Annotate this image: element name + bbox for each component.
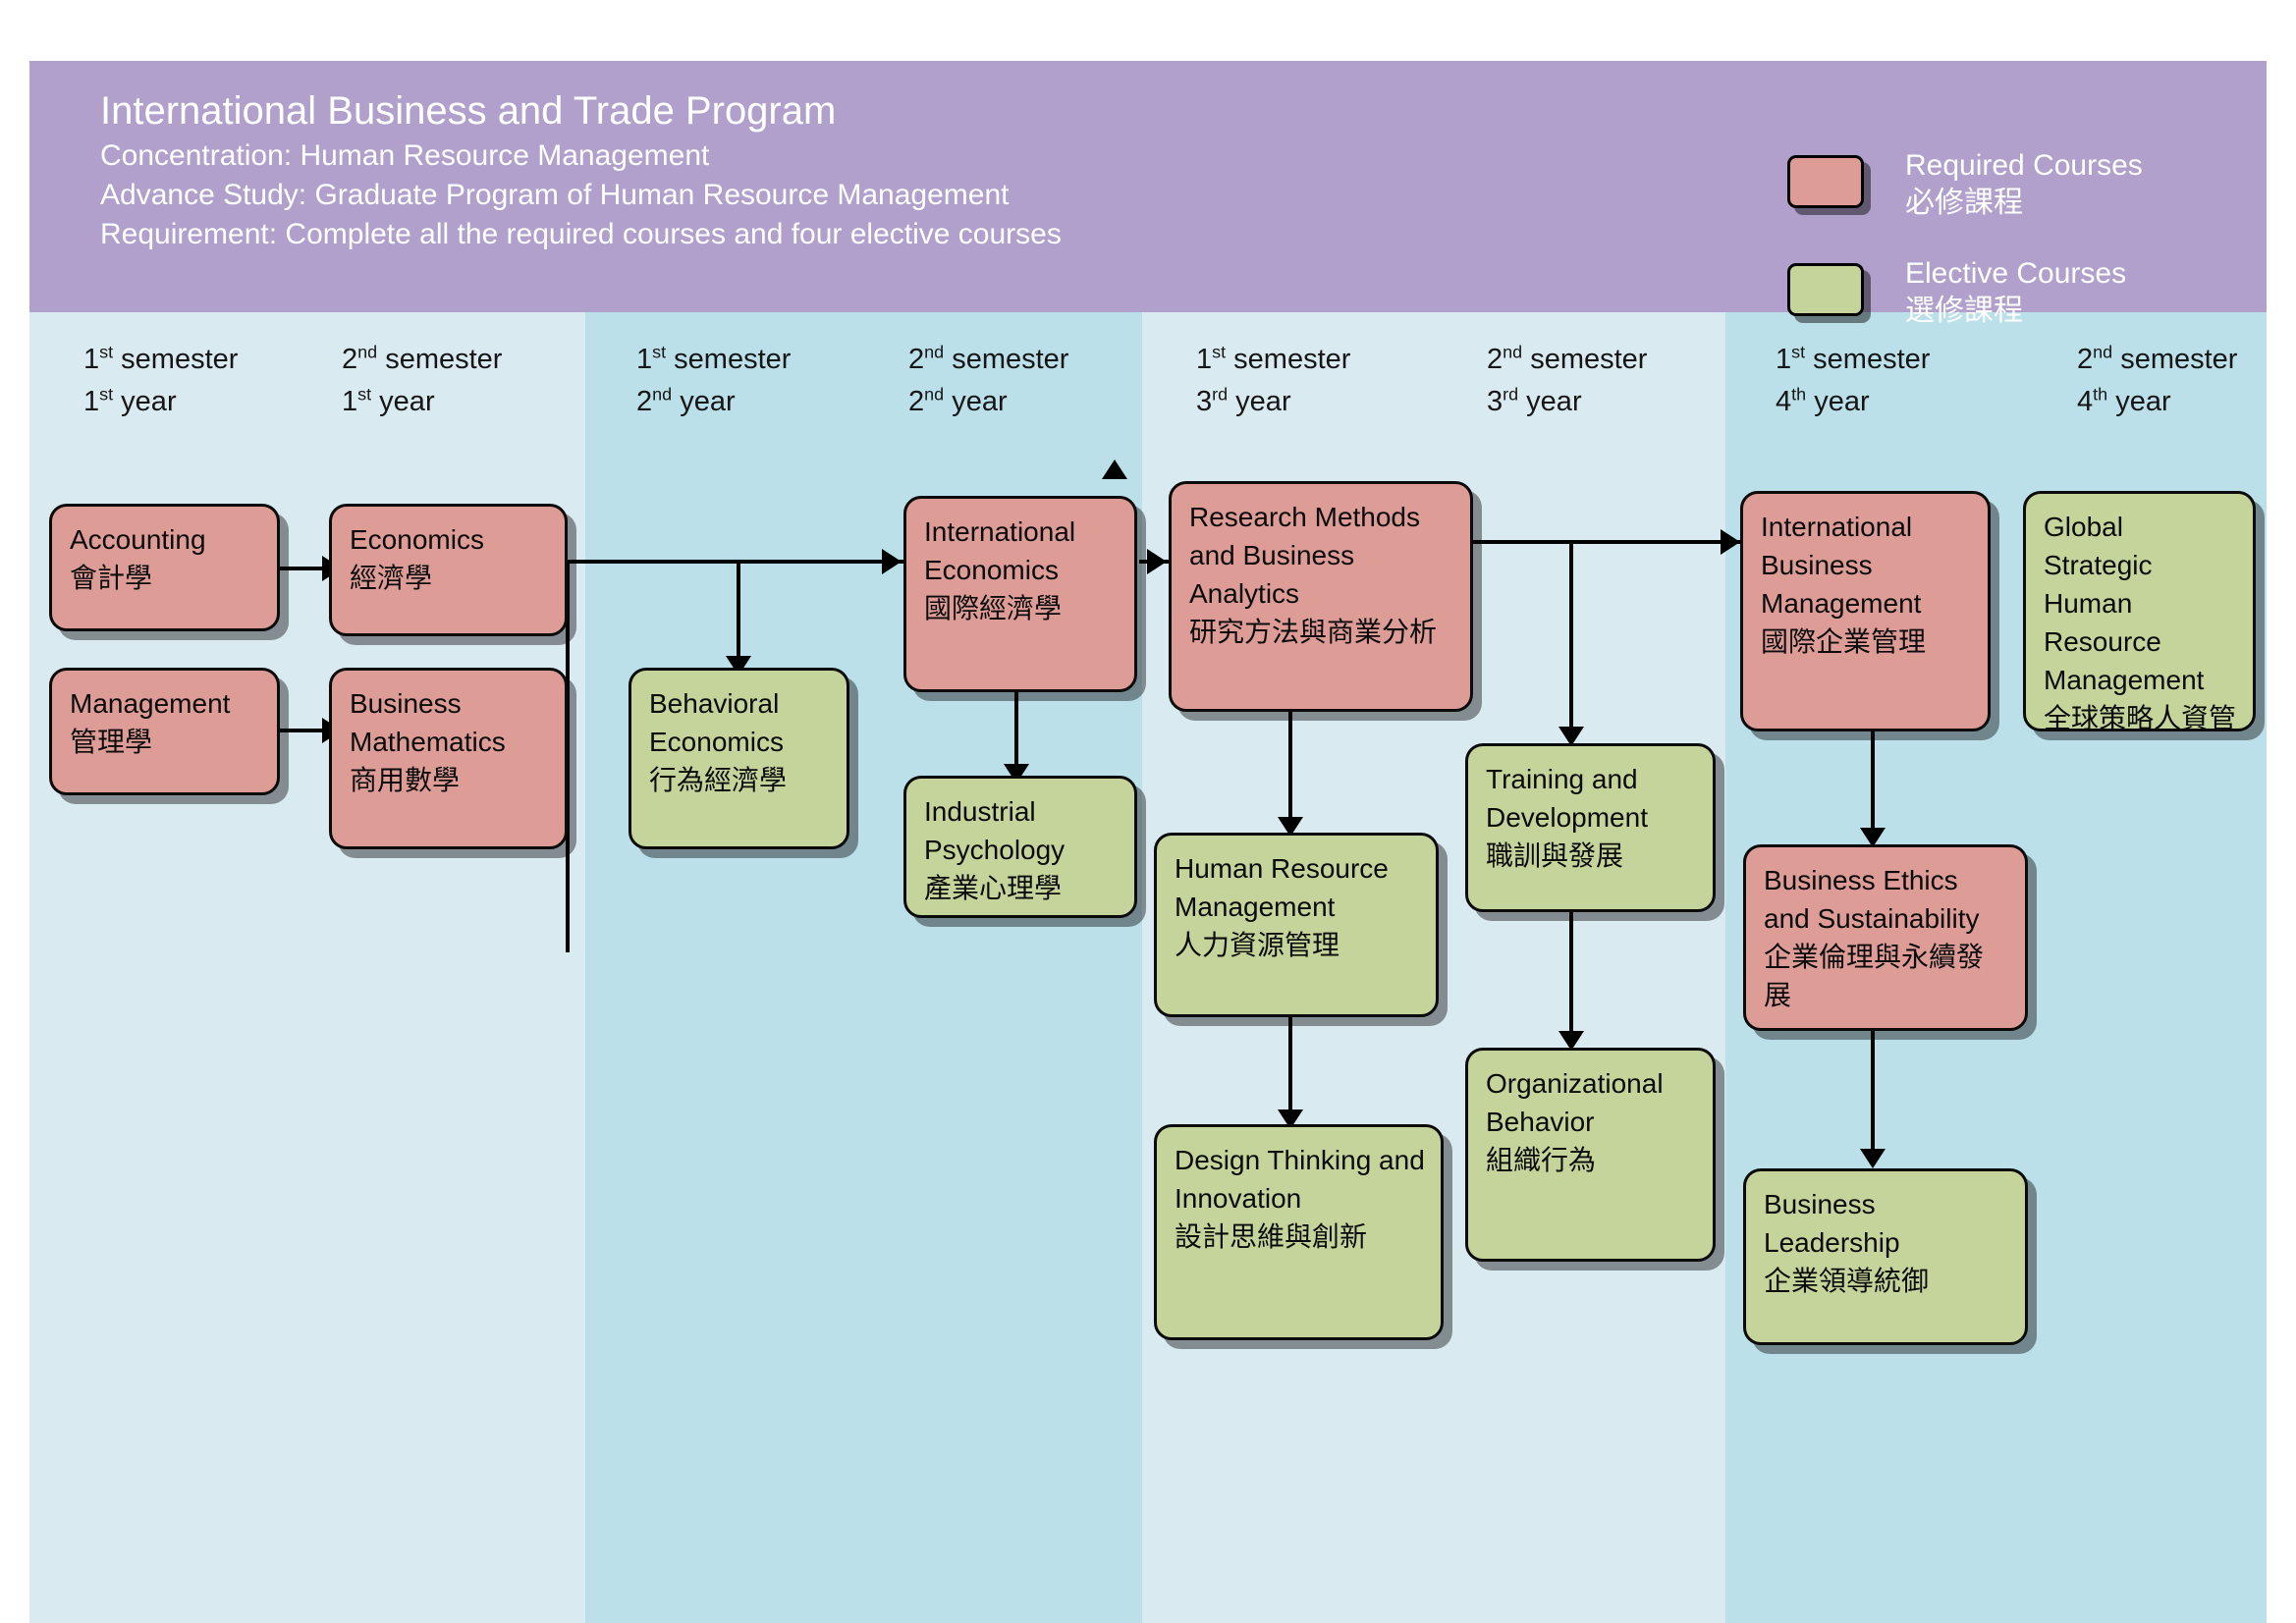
concentration-line: Concentration: Human Resource Management (100, 139, 710, 172)
connector-economics-to-inteco (566, 560, 904, 564)
course-zh-human-resource-management: 人力資源管理 (1175, 929, 1340, 961)
requirement-line: Requirement: Complete all the required c… (100, 218, 1062, 250)
course-en-training-development: Training and Development (1486, 764, 1648, 833)
course-zh-accounting: 會計學 (70, 562, 153, 594)
page-title: International Business and Trade Program (100, 89, 837, 133)
legend-elective-labels: Elective Courses 選修課程 (1905, 255, 2126, 330)
course-en-global-strategic-hrm: Global Strategic Human Resource Manageme… (2044, 512, 2205, 695)
course-en-industrial-psychology: Industrial Psychology (924, 796, 1066, 865)
course-zh-training-development: 職訓與發展 (1486, 839, 1624, 872)
column-header-y2s1: 1st semester 2nd year (636, 342, 792, 417)
marker-triangle-icon (1102, 460, 1127, 479)
course-zh-industrial-psychology: 產業心理學 (924, 872, 1063, 904)
course-zh-business-leadership: 企業領導統御 (1764, 1265, 1930, 1297)
course-box-design-thinking[interactable]: Design Thinking and Innovation 設計思維與創新 (1154, 1124, 1444, 1340)
course-en-management: Management (70, 688, 231, 719)
course-box-economics[interactable]: Economics 經濟學 (329, 504, 568, 636)
connector-research-hrm (1288, 709, 1292, 827)
elective-color-swatch (1787, 263, 1864, 316)
course-en-business-leadership: Business Leadership (1764, 1189, 1900, 1258)
arrowhead-to-international-business-management (1721, 529, 1740, 555)
advance-study-line: Advance Study: Graduate Program of Human… (100, 179, 1010, 211)
arrowhead-to-international-economics (882, 549, 902, 574)
legend-required-zh: 必修課程 (1905, 186, 2023, 220)
column-header-y3s2: 2nd semester 3rd year (1487, 342, 1648, 417)
arrowhead-to-organizational-behavior (1558, 1031, 1584, 1051)
course-zh-business-mathematics: 商用數學 (350, 764, 461, 796)
course-box-accounting[interactable]: Accounting 會計學 (49, 504, 280, 631)
arrowhead-to-business-ethics (1860, 828, 1886, 847)
course-en-research-methods: Research Methods and Business Analytics (1189, 502, 1421, 609)
course-zh-design-thinking: 設計思維與創新 (1175, 1220, 1368, 1253)
connector-research-right (1463, 540, 1748, 544)
legend-item-required: Required Courses 必修課程 (1787, 147, 2143, 222)
course-box-organizational-behavior[interactable]: Organizational Behavior 組織行為 (1465, 1048, 1716, 1262)
arrowhead-to-human-resource-management (1278, 817, 1303, 837)
course-box-training-development[interactable]: Training and Development 職訓與發展 (1465, 743, 1716, 912)
connector-ethics-leadership (1871, 1031, 1875, 1159)
course-en-business-mathematics: Business Mathematics (350, 688, 506, 757)
course-en-design-thinking: Design Thinking and Innovation (1175, 1145, 1425, 1214)
course-box-global-strategic-hrm[interactable]: Global Strategic Human Resource Manageme… (2023, 491, 2256, 731)
column-header-y1s1: 1st semester 1st year (83, 342, 239, 417)
course-box-business-leadership[interactable]: Business Leadership 企業領導統御 (1743, 1168, 2028, 1345)
course-box-research-methods[interactable]: Research Methods and Business Analytics … (1169, 481, 1473, 712)
connector-management-bizmath (280, 729, 324, 732)
course-box-business-ethics[interactable]: Business Ethics and Sustainability 企業倫理與… (1743, 844, 2028, 1031)
course-zh-global-strategic-hrm: 全球策略人資管理 (2044, 702, 2237, 731)
connector-branch-to-training (1569, 540, 1573, 736)
course-box-business-mathematics[interactable]: Business Mathematics 商用數學 (329, 668, 568, 849)
course-box-human-resource-management[interactable]: Human Resource Management 人力資源管理 (1154, 833, 1439, 1017)
course-zh-international-business-management: 國際企業管理 (1761, 625, 1927, 658)
connector-training-orgbeh (1569, 908, 1573, 1041)
legend-required-en: Required Courses (1905, 149, 2143, 182)
header-text-block: International Business and Trade Program… (100, 86, 1062, 254)
course-zh-behavioral-economics: 行為經濟學 (649, 764, 788, 796)
legend-item-elective: Elective Courses 選修課程 (1787, 255, 2126, 330)
course-en-accounting: Accounting (70, 524, 206, 555)
course-box-international-business-management[interactable]: International Business Management 國際企業管理 (1740, 491, 1991, 731)
connector-economics-down (566, 560, 570, 952)
program-header-banner: International Business and Trade Program… (29, 61, 2267, 328)
course-box-international-economics[interactable]: International Economics 國際經濟學 (903, 496, 1137, 692)
course-en-international-business-management: International Business Management (1761, 512, 1922, 619)
course-en-business-ethics: Business Ethics and Sustainability (1764, 865, 1980, 934)
course-zh-business-ethics: 企業倫理與永續發展 (1764, 941, 1985, 1011)
legend-elective-zh: 選修課程 (1905, 294, 2023, 328)
connector-inteco-indpsy (1014, 687, 1018, 771)
course-en-international-economics: International Economics (924, 516, 1076, 585)
arrowhead-to-business-leadership (1860, 1149, 1886, 1168)
required-color-swatch (1787, 155, 1864, 208)
arrowhead-to-training-development (1558, 727, 1584, 746)
connector-ibm-ethics (1871, 731, 1875, 839)
course-box-behavioral-economics[interactable]: Behavioral Economics 行為經濟學 (629, 668, 849, 849)
legend-elective-en: Elective Courses (1905, 257, 2127, 290)
course-zh-economics: 經濟學 (350, 562, 433, 594)
course-box-industrial-psychology[interactable]: Industrial Psychology 產業心理學 (903, 776, 1137, 918)
column-header-y4s2: 2nd semester 4th year (2077, 342, 2238, 417)
column-header-y3s1: 1st semester 3rd year (1196, 342, 1351, 417)
arrowhead-to-research-methods (1147, 549, 1167, 574)
legend-required-labels: Required Courses 必修課程 (1905, 147, 2143, 222)
course-zh-organizational-behavior: 組織行為 (1486, 1144, 1597, 1176)
column-header-y2s2: 2nd semester 2nd year (908, 342, 1069, 417)
course-zh-management: 管理學 (70, 726, 153, 758)
course-box-management[interactable]: Management 管理學 (49, 668, 280, 795)
course-zh-research-methods: 研究方法與商業分析 (1189, 616, 1438, 648)
column-header-y4s1: 1st semester 4th year (1776, 342, 1931, 417)
course-en-organizational-behavior: Organizational Behavior (1486, 1068, 1664, 1137)
course-en-behavioral-economics: Behavioral Economics (649, 688, 784, 757)
connector-accounting-economics (280, 567, 324, 570)
course-en-economics: Economics (350, 524, 484, 555)
column-header-y1s2: 2nd semester 1st year (342, 342, 503, 417)
course-en-human-resource-management: Human Resource Management (1175, 853, 1389, 922)
connector-hrm-design (1288, 1016, 1292, 1124)
connector-branch-to-beheco (737, 560, 740, 663)
course-zh-international-economics: 國際經濟學 (924, 592, 1063, 624)
